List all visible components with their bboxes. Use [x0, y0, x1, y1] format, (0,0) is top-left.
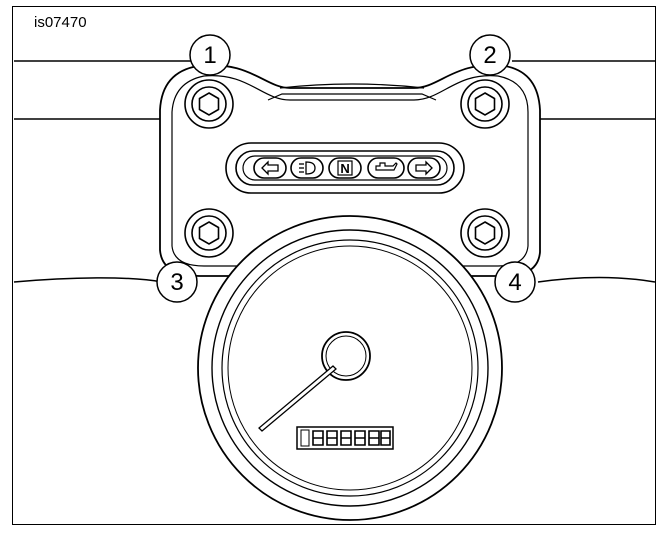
callout-2-label: 2	[483, 42, 496, 69]
clamp-bolts	[184, 79, 510, 258]
callout-4: 4	[494, 261, 536, 303]
callout-1: 1	[189, 34, 231, 76]
oil-pressure-icon	[367, 157, 405, 179]
figure-id: is07470	[34, 14, 87, 31]
bolt-4	[460, 208, 510, 258]
indicator-lamp-bar: N	[225, 142, 465, 194]
left-turn-signal-icon	[253, 157, 287, 179]
callout-3-label: 3	[170, 269, 183, 296]
bolt-3	[184, 208, 234, 258]
callout-4-label: 4	[508, 269, 521, 296]
callout-3: 3	[156, 261, 198, 303]
handlebar	[13, 60, 656, 283]
high-beam-icon	[290, 157, 324, 179]
odometer-display	[296, 426, 394, 450]
neutral-icon: N	[328, 157, 362, 179]
speedometer-needle	[258, 365, 337, 432]
speedometer	[197, 215, 503, 521]
right-turn-signal-icon	[407, 157, 441, 179]
callout-1-label: 1	[203, 42, 216, 69]
callout-2: 2	[469, 34, 511, 76]
neutral-label: N	[340, 161, 349, 176]
bolt-2	[460, 79, 510, 129]
bolt-1	[184, 79, 234, 129]
